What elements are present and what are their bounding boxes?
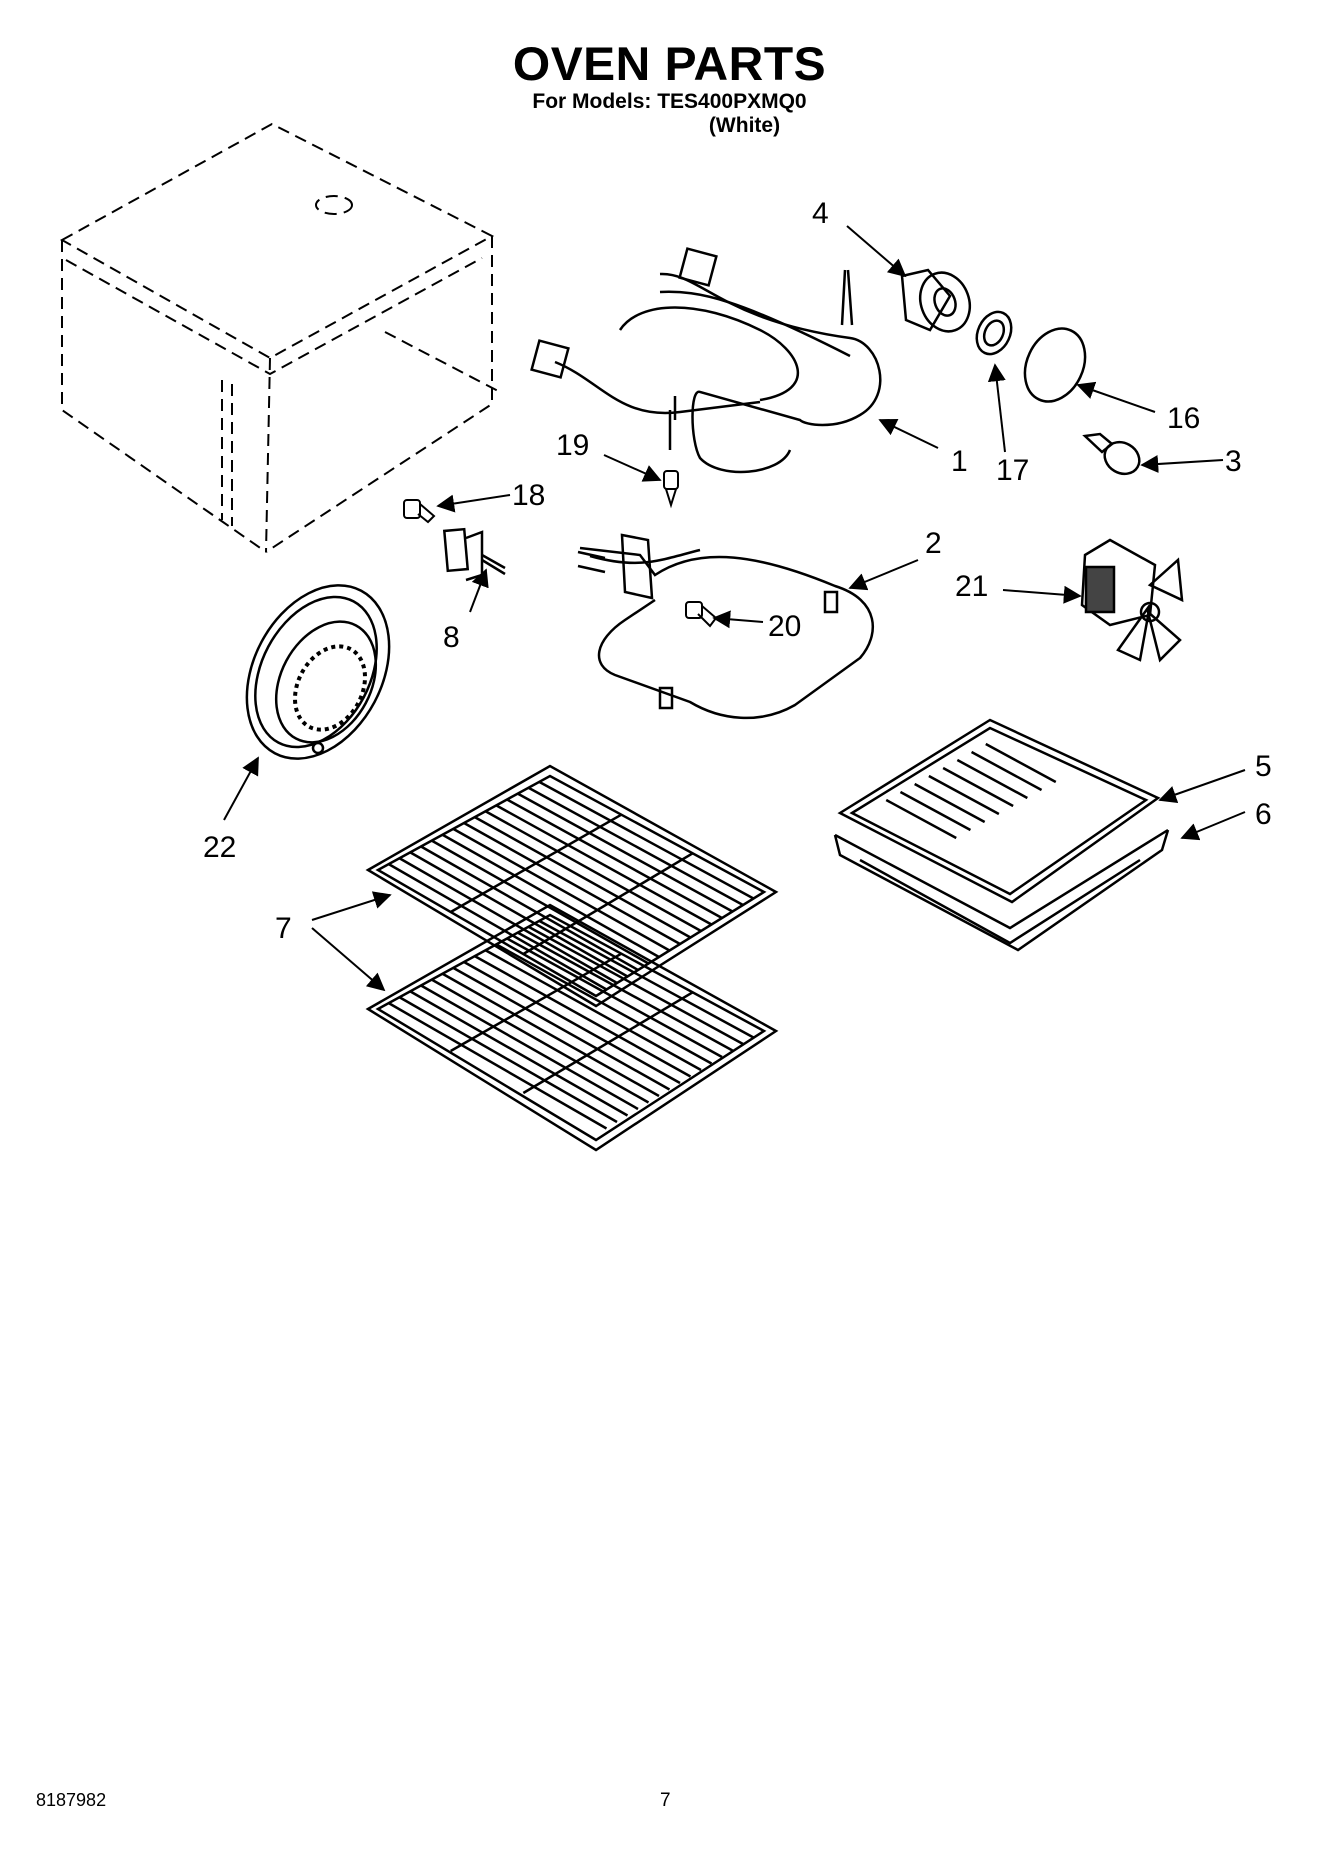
callout-20: 20 [768,610,801,643]
callout-22: 22 [203,831,236,864]
rack-wire [517,931,734,1052]
pan-slot [985,742,1057,784]
rack-wire [474,955,692,1078]
pan-slot [885,798,957,840]
pan-slot [956,758,1028,800]
callout-18: 18 [512,479,545,512]
pan-slot [899,790,972,832]
convection-motor [1080,538,1184,663]
callout-7: 7 [275,912,292,945]
rack-wire [409,851,629,978]
rack-wire [431,839,650,965]
rack-wire [388,1002,608,1130]
models-line: For Models: TES400PXMQ0 [532,90,807,113]
page-number: 7 [660,1790,671,1811]
screw-18 [403,499,436,524]
rack-wire [538,780,755,900]
rack-wire [441,972,660,1098]
rack-wire [506,798,723,920]
rack-wire [463,960,681,1085]
rack-wire [452,827,671,952]
callout-16: 16 [1167,402,1200,435]
color-line: (White) [708,114,781,137]
rack-wire [538,919,755,1039]
rack-wire [452,966,671,1091]
gasket-17 [975,310,1013,356]
rack-wire [441,833,660,959]
pan-slot [914,782,986,824]
broil-element [530,247,882,474]
pan-slot [942,766,1014,808]
callout-4: 4 [812,197,829,230]
rack-wire [495,804,713,926]
callout-21: 21 [955,570,988,603]
callout-2: 2 [925,527,942,560]
rack-wire [398,857,618,985]
rack-wire [388,863,608,991]
rack-wire [398,996,618,1124]
leader-lines [223,225,1246,992]
callout-19: 19 [556,429,589,462]
rack-wire [431,978,650,1104]
callout-labels: 1 2 3 4 5 6 7 8 16 17 18 19 20 21 22 [203,197,1272,945]
fan-cover [245,584,391,760]
rack-wire [420,845,639,972]
rack-wire [484,810,702,933]
document-number: 8187982 [36,1790,107,1810]
callout-1: 1 [951,445,968,478]
callout-5: 5 [1255,750,1272,783]
bake-element [577,533,874,720]
rack-wire [474,816,692,939]
callout-8: 8 [443,621,460,654]
pan-slot [928,774,1000,816]
pan-slot [970,750,1043,792]
rack-crossbar [450,952,622,1053]
oven-rack-lower [365,903,779,1152]
diagram-header: OVEN PARTS For Models: TES400PXMQ0 (Whit… [0,38,1339,138]
bulb-3 [1082,432,1141,476]
rack-wire [517,792,734,913]
rack-wire [409,990,629,1117]
callout-6: 6 [1255,798,1272,831]
rack-wire [506,937,723,1059]
callout-17: 17 [996,454,1029,487]
rack-crossbar [522,852,694,956]
sensor-8 [442,527,506,582]
screw-20 [685,601,718,628]
light-socket [900,268,972,333]
rack-crossbar [522,991,694,1095]
lens-16 [1023,327,1087,403]
rack-wire [527,786,744,907]
screw-19 [663,470,679,509]
callout-3: 3 [1225,445,1242,478]
rack-wire [527,925,744,1046]
rack-wire [495,943,713,1065]
page-title: OVEN PARTS [512,37,827,90]
rack-wire [484,949,702,1072]
broiler-pan [833,718,1170,952]
oven-cavity-outline [59,122,501,553]
oven-rack-upper [365,764,779,1008]
rack-wire [463,821,681,946]
rack-wire [420,984,639,1111]
rack-crossbar [450,813,622,914]
